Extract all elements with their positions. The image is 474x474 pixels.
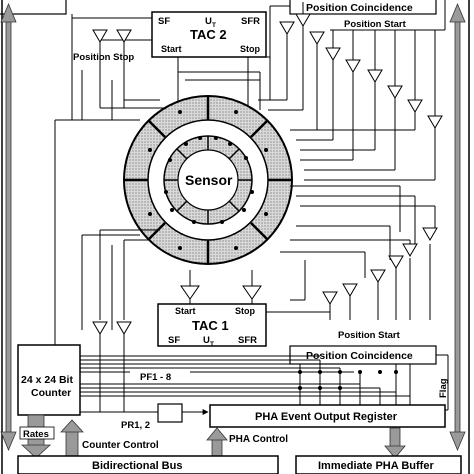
tac1-sf: SF xyxy=(168,335,180,346)
rates-label: Rates xyxy=(23,429,49,440)
bottom-position-coincidence-block: Position Start Position Coincidence Flag xyxy=(289,330,449,413)
bottom-position-coincidence-label: Position Coincidence xyxy=(306,350,413,362)
immediate-buffer-arrow xyxy=(384,427,406,459)
bidirectional-bus-label: Bidirectional Bus xyxy=(92,460,182,472)
pr-block xyxy=(80,334,209,423)
pha-control-arrow xyxy=(206,427,228,459)
left-sensor-wiring xyxy=(54,119,160,345)
tac1-block: Start Stop TAC 1 SF U T SFR xyxy=(157,270,267,348)
pf-label: PF1 - 8 xyxy=(140,372,171,383)
pr-label: PR1, 2 xyxy=(121,420,150,431)
top-position-coincidence-block: Position Coincidence Position Start xyxy=(269,0,437,100)
top-left-buffers xyxy=(92,29,132,43)
top-right-wiring xyxy=(178,0,446,181)
tac1-ut-sub: T xyxy=(210,341,214,348)
pf-bus-lines xyxy=(80,355,411,405)
top-left-position-stop-label: Position Stop xyxy=(73,52,134,63)
right-middle-buffers xyxy=(322,227,438,305)
tac2-start: Start xyxy=(161,44,182,54)
tac1-input-buffers xyxy=(92,285,262,335)
pf-bus-dots xyxy=(298,370,398,390)
top-position-coincidence-label: Position Coincidence xyxy=(306,2,413,14)
rates-label-bg xyxy=(19,426,55,440)
tac1-title: TAC 1 xyxy=(192,318,229,333)
bottom-position-start-label: Position Start xyxy=(338,330,401,341)
flag-label: Flag xyxy=(438,378,449,398)
tac2-block: SF U T SFR TAC 2 Start Stop xyxy=(151,11,270,118)
pha-control-label: PHA Control xyxy=(229,434,288,445)
top-left-wiring xyxy=(54,14,168,260)
bidirectional-bus-block: Bidirectional Bus xyxy=(17,455,279,474)
counter-control-label: Counter Control xyxy=(82,440,159,451)
top-position-start-label: Position Start xyxy=(344,19,407,30)
counter-control-arrow xyxy=(60,419,84,459)
tac2-ut: U xyxy=(205,16,212,27)
top-right-buffers xyxy=(279,13,443,129)
tac2-sfr: SFR xyxy=(241,16,260,27)
tac1-stop: Stop xyxy=(235,306,255,316)
left-bus-arrow xyxy=(0,2,17,452)
immediate-pha-buffer-block: Immediate PHA Buffer xyxy=(295,455,462,474)
counter-line1: 24 x 24 Bit xyxy=(21,374,73,386)
pha-register-label: PHA Event Output Register xyxy=(255,411,398,423)
pf-label-bg xyxy=(130,371,190,382)
right-sensor-wiring xyxy=(266,185,436,320)
sensor: Sensor xyxy=(123,95,293,265)
sensor-label: Sensor xyxy=(185,172,233,188)
tac2-stop: Stop xyxy=(240,44,260,54)
counter-line2: Counter xyxy=(31,387,71,399)
immediate-pha-buffer-label: Immediate PHA Buffer xyxy=(318,460,434,472)
pha-register-block: PHA Event Output Register xyxy=(209,404,446,428)
tac2-ut-sub: T xyxy=(212,22,216,29)
right-bus-arrow xyxy=(449,2,466,452)
tac2-sf: SF xyxy=(158,16,170,27)
tac1-ut: U xyxy=(203,335,210,346)
counter-block: 24 x 24 Bit Counter xyxy=(17,344,81,416)
tac2-title: TAC 2 xyxy=(190,27,227,42)
tac1-sfr: SFR xyxy=(238,335,257,346)
tac1-start: Start xyxy=(175,306,196,316)
